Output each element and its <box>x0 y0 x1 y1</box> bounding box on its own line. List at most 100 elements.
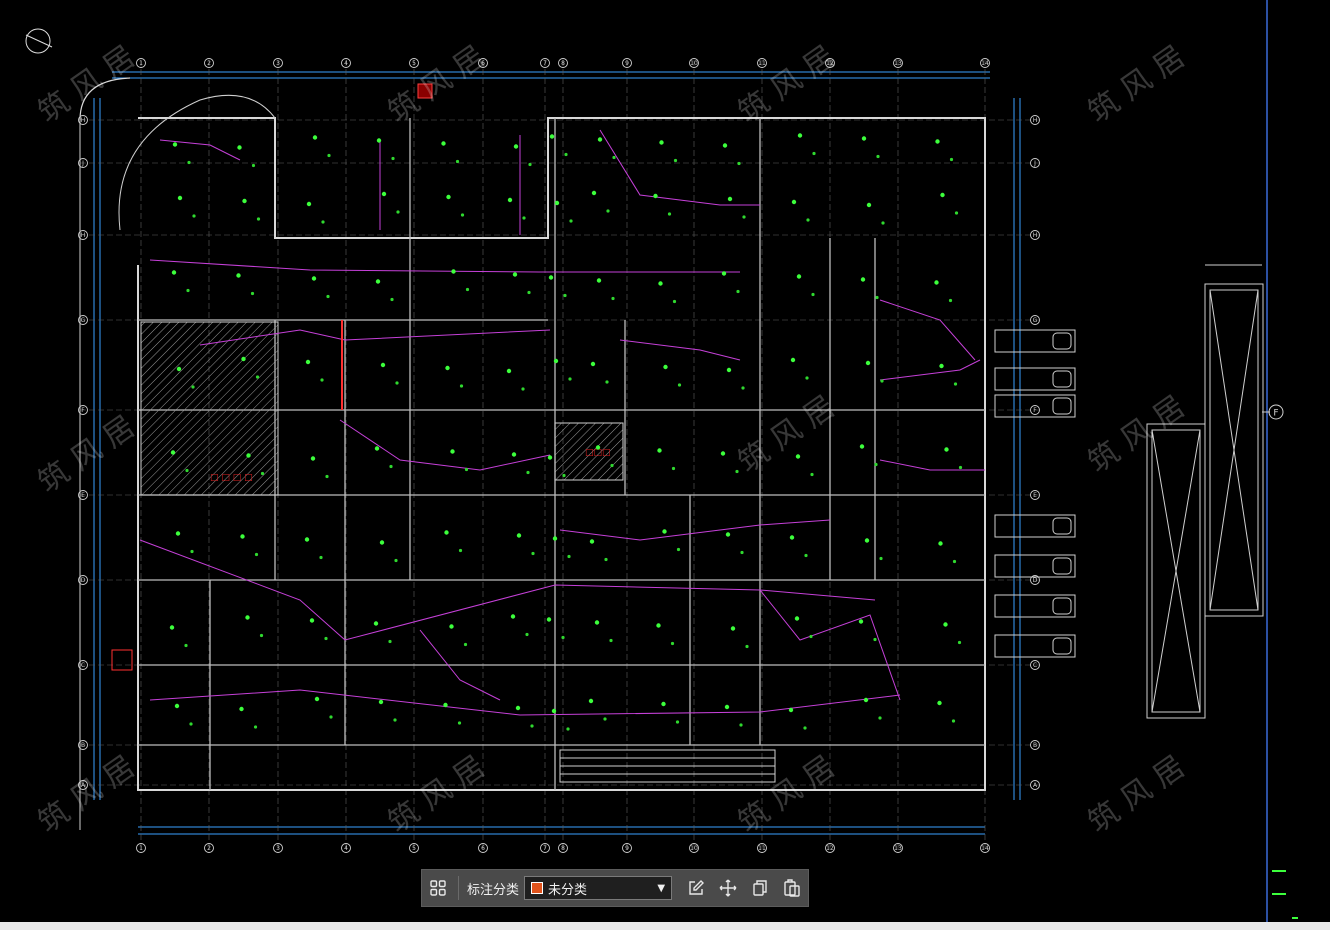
device-marker <box>510 614 516 619</box>
device-marker <box>569 219 573 223</box>
device-marker <box>245 615 250 620</box>
paste-icon[interactable] <box>776 870 808 906</box>
device-marker <box>325 474 329 479</box>
device-marker <box>873 637 877 642</box>
svg-text:1: 1 <box>139 60 143 67</box>
grid-bubble-left: D <box>78 575 88 585</box>
device-marker <box>250 291 255 296</box>
device-marker <box>507 197 513 203</box>
grid-bubble-top: 7 <box>540 58 550 68</box>
legend-notes <box>1272 870 1298 919</box>
svg-text:H: H <box>1033 117 1038 124</box>
device-marker <box>676 547 681 552</box>
copy-icon[interactable] <box>744 870 776 906</box>
device-marker <box>525 632 529 637</box>
device-marker <box>673 158 678 163</box>
device-marker <box>605 380 609 384</box>
svg-text:D: D <box>1033 577 1038 584</box>
device-marker <box>242 198 247 204</box>
grid-bubble-top: 9 <box>622 58 632 68</box>
device-marker <box>796 274 802 279</box>
svg-text:A: A <box>81 782 86 789</box>
move-icon[interactable] <box>712 870 744 906</box>
device-marker <box>464 467 469 472</box>
device-marker <box>443 702 448 708</box>
annotation-category-select[interactable]: 未分类 ▼ <box>524 876 673 900</box>
grid-icon[interactable] <box>422 870 454 906</box>
device-marker <box>463 642 468 647</box>
svg-text:10: 10 <box>690 845 698 852</box>
svg-text:11: 11 <box>758 845 766 852</box>
device-marker <box>725 532 731 537</box>
device-marker <box>176 366 182 372</box>
device-marker <box>595 445 601 450</box>
svg-text:1: 1 <box>139 845 143 852</box>
device-marker <box>185 468 189 473</box>
device-marker <box>663 364 668 370</box>
car-icon <box>994 634 1076 658</box>
svg-text:14: 14 <box>981 60 989 67</box>
grid-bubble-left: H <box>78 230 88 240</box>
device-marker <box>953 382 958 386</box>
grid-bubble-top: 1 <box>136 58 146 68</box>
device-marker <box>449 624 454 629</box>
device-marker <box>563 293 567 298</box>
grid-bubble-top: 12 <box>825 58 835 68</box>
device-marker <box>329 715 333 719</box>
device-marker <box>460 213 465 217</box>
device-marker <box>378 699 384 705</box>
device-marker <box>379 540 385 545</box>
device-marker <box>455 159 460 164</box>
device-marker <box>860 277 866 282</box>
device-marker <box>741 386 745 390</box>
device-marker <box>589 539 595 544</box>
device-marker <box>672 299 677 304</box>
device-marker <box>805 376 809 380</box>
hatched-zone-center <box>554 422 624 481</box>
device-marker <box>810 472 814 477</box>
device-marker <box>546 617 552 622</box>
device-marker <box>727 196 733 202</box>
device-marker <box>610 463 614 468</box>
device-marker <box>393 718 397 722</box>
device-marker <box>388 639 392 644</box>
device-marker <box>314 696 320 702</box>
grid-bubble-top: 8 <box>558 58 568 68</box>
device-marker <box>380 362 386 368</box>
grid-bubble-bottom: 8 <box>558 843 568 853</box>
device-marker <box>659 140 664 145</box>
device-marker <box>597 137 603 142</box>
device-marker <box>548 275 554 280</box>
device-marker <box>864 538 870 543</box>
svg-text:G: G <box>81 317 86 324</box>
device-marker <box>319 555 323 560</box>
device-marker <box>259 633 264 638</box>
grid-bubble-right: A <box>1030 780 1040 790</box>
north-arrow-icon <box>25 28 53 54</box>
svg-text:2: 2 <box>207 60 211 67</box>
hatched-zone-center-label: □□□ <box>585 448 611 458</box>
svg-text:6: 6 <box>481 845 485 852</box>
device-marker <box>551 708 557 714</box>
device-marker <box>934 280 939 285</box>
grid-bubble-left: H <box>78 115 88 125</box>
device-marker <box>878 716 882 720</box>
car-icon <box>994 394 1076 418</box>
device-marker <box>662 529 667 534</box>
svg-text:4: 4 <box>344 845 348 852</box>
category-select-value: 未分类 <box>548 882 588 898</box>
device-marker <box>324 636 328 641</box>
device-marker <box>522 216 526 220</box>
device-marker <box>516 533 522 538</box>
device-marker <box>321 220 325 224</box>
grid-bubble-bottom: 12 <box>825 843 835 853</box>
edit-icon[interactable] <box>680 870 712 906</box>
device-marker <box>530 724 534 728</box>
device-marker <box>881 221 885 225</box>
device-marker <box>172 142 178 147</box>
grid-bubble-top: 3 <box>273 58 283 68</box>
fire-equipment-icon <box>111 83 433 671</box>
annotation-toolbar: 标注分类 未分类 ▼ <box>421 869 809 907</box>
grid-bubble-right: D <box>1030 575 1040 585</box>
